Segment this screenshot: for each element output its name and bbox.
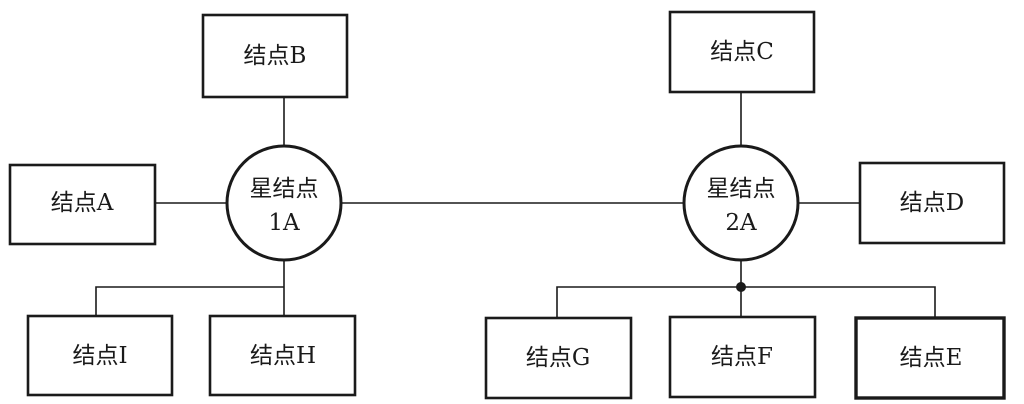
node-b-box bbox=[201, 13, 349, 99]
node-d-box bbox=[858, 161, 1006, 245]
node-g-box bbox=[484, 316, 633, 400]
node-g-label: 结点G bbox=[526, 345, 590, 371]
node-c-label: 结点C bbox=[710, 39, 774, 65]
node-d: 结点D bbox=[858, 161, 1006, 245]
node-e: 结点E bbox=[854, 316, 1006, 400]
node-a-box bbox=[8, 163, 157, 246]
node-b: 结点B bbox=[201, 13, 349, 99]
node-h-label: 结点H bbox=[250, 343, 316, 369]
node-h: 结点H bbox=[208, 314, 357, 397]
hub-1a-id: 1A bbox=[268, 210, 300, 236]
node-a-label: 结点A bbox=[51, 190, 114, 216]
bus-junction-dot bbox=[736, 282, 746, 292]
node-e-label: 结点E bbox=[900, 345, 963, 371]
hub-2a-circle bbox=[682, 144, 800, 262]
hub-2a-title: 星结点 bbox=[707, 176, 776, 202]
node-a: 结点A bbox=[8, 163, 157, 246]
hub-1a-title: 星结点 bbox=[250, 176, 319, 202]
node-c: 结点C bbox=[668, 10, 816, 94]
node-h-box bbox=[208, 314, 357, 397]
hub-2a-id: 2A bbox=[725, 210, 757, 236]
node-e-box bbox=[854, 316, 1006, 400]
hub-1a: 星结点 1A bbox=[225, 144, 343, 262]
link-hub1-node-i bbox=[95, 286, 284, 316]
node-i-box bbox=[26, 314, 174, 397]
node-d-label: 结点D bbox=[900, 190, 964, 216]
hub-1a-circle bbox=[225, 144, 343, 262]
hub-2a: 星结点 2A bbox=[682, 144, 800, 262]
node-f-label: 结点F bbox=[711, 344, 773, 370]
link-bus-node-g bbox=[556, 286, 741, 318]
node-i-label: 结点I bbox=[72, 343, 127, 369]
connections bbox=[95, 92, 936, 318]
node-c-box bbox=[668, 10, 816, 94]
node-g: 结点G bbox=[484, 316, 633, 400]
link-bus-node-e bbox=[741, 286, 936, 318]
node-b-label: 结点B bbox=[244, 43, 307, 69]
node-f-box bbox=[668, 315, 817, 399]
node-f: 结点F bbox=[668, 315, 817, 399]
node-i: 结点I bbox=[26, 314, 174, 397]
